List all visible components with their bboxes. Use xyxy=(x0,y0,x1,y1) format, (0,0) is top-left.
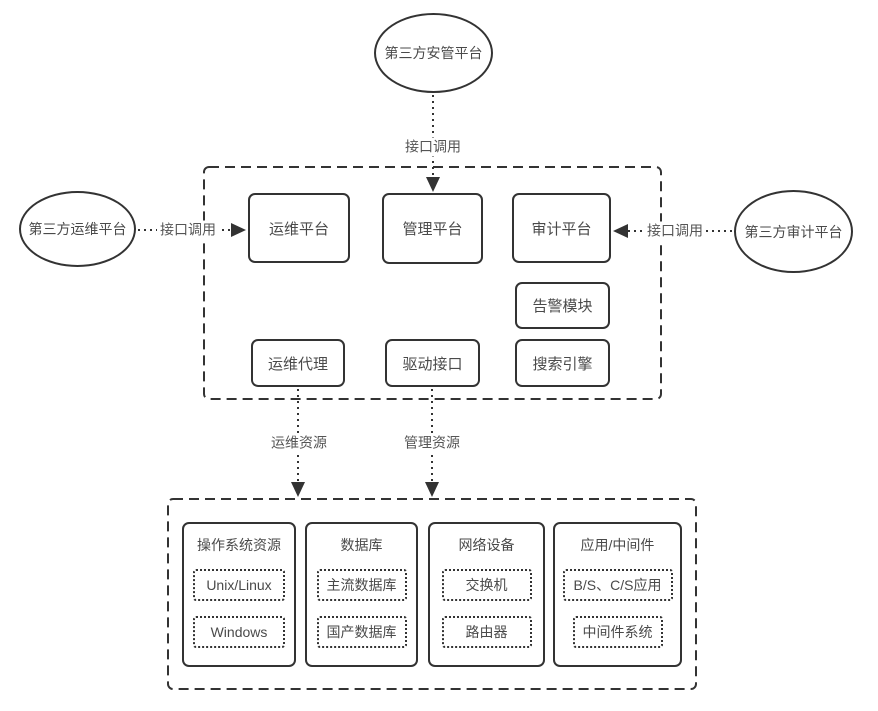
box-alarm-module: 告警模块 xyxy=(515,282,610,329)
arrow-ops-resource xyxy=(291,389,305,497)
box-label: 搜索引擎 xyxy=(532,355,593,373)
platform-container-border xyxy=(203,166,662,400)
ellipse-label: 第三方审计平台 xyxy=(744,223,843,240)
resource-item-label: 中间件系统 xyxy=(582,624,653,640)
arrow-mgmt-resource xyxy=(425,389,439,497)
column-title: 数据库 xyxy=(340,537,383,553)
resource-item-label: 交换机 xyxy=(465,577,508,593)
box-label: 告警模块 xyxy=(532,298,593,315)
resource-item-domestic-db: 国产数据库 xyxy=(316,616,407,648)
box-label: 审计平台 xyxy=(531,220,592,238)
box-search-engine: 搜索引擎 xyxy=(515,339,610,387)
box-ops-agent: 运维代理 xyxy=(251,339,345,387)
resource-item-label: 路由器 xyxy=(465,624,508,640)
resource-item-bs-cs-app: B/S、C/S应用 xyxy=(562,569,673,601)
box-label: 驱动接口 xyxy=(402,355,463,373)
label-mgmt-resource: 管理资源 xyxy=(401,433,463,453)
box-driver-interface: 驱动接口 xyxy=(385,339,480,387)
column-title: 操作系统资源 xyxy=(197,537,281,553)
ellipse-third-party-audit-platform: 第三方审计平台 xyxy=(734,190,853,273)
box-ops-platform: 运维平台 xyxy=(248,193,350,263)
ellipse-label: 第三方安管平台 xyxy=(384,45,483,61)
resource-item-middleware-system: 中间件系统 xyxy=(572,616,663,648)
ellipse-third-party-security-platform: 第三方安管平台 xyxy=(374,13,493,93)
column-network-devices: 网络设备 交换机 路由器 xyxy=(428,522,545,667)
resource-item-mainstream-db: 主流数据库 xyxy=(316,569,407,601)
arrow-right-interface-call xyxy=(613,224,732,238)
label-top-interface-call: 接口调用 xyxy=(402,137,464,157)
resource-container-border xyxy=(167,498,697,690)
resource-item-label: 国产数据库 xyxy=(326,624,397,640)
resource-item-label: Unix/Linux xyxy=(206,577,272,593)
resource-item-label: Windows xyxy=(210,624,268,640)
resource-item-label: B/S、C/S应用 xyxy=(573,577,662,593)
box-audit-platform: 审计平台 xyxy=(512,193,611,263)
column-app-middleware: 应用/中间件 B/S、C/S应用 中间件系统 xyxy=(553,522,682,667)
arrow-left-interface-call xyxy=(138,223,246,237)
column-os-resources: 操作系统资源 Unix/Linux Windows xyxy=(182,522,296,667)
ellipse-third-party-ops-platform: 第三方运维平台 xyxy=(19,191,136,267)
column-database: 数据库 主流数据库 国产数据库 xyxy=(305,522,418,667)
box-label: 运维代理 xyxy=(267,355,328,373)
arrow-top-interface-call xyxy=(426,95,440,192)
label-left-interface-call: 接口调用 xyxy=(157,220,219,240)
box-mgmt-platform: 管理平台 xyxy=(382,193,483,264)
label-right-interface-call: 接口调用 xyxy=(644,221,706,241)
column-title: 网络设备 xyxy=(458,537,515,553)
box-label: 运维平台 xyxy=(268,220,329,238)
ellipse-label: 第三方运维平台 xyxy=(28,221,127,237)
resource-item-windows: Windows xyxy=(193,616,285,648)
resource-item-unix-linux: Unix/Linux xyxy=(193,569,285,601)
column-title: 应用/中间件 xyxy=(580,537,655,553)
resource-item-router: 路由器 xyxy=(441,616,532,648)
resource-item-switch: 交换机 xyxy=(441,569,532,601)
box-label: 管理平台 xyxy=(402,221,463,238)
label-ops-resource: 运维资源 xyxy=(268,433,330,453)
resource-item-label: 主流数据库 xyxy=(326,577,397,593)
